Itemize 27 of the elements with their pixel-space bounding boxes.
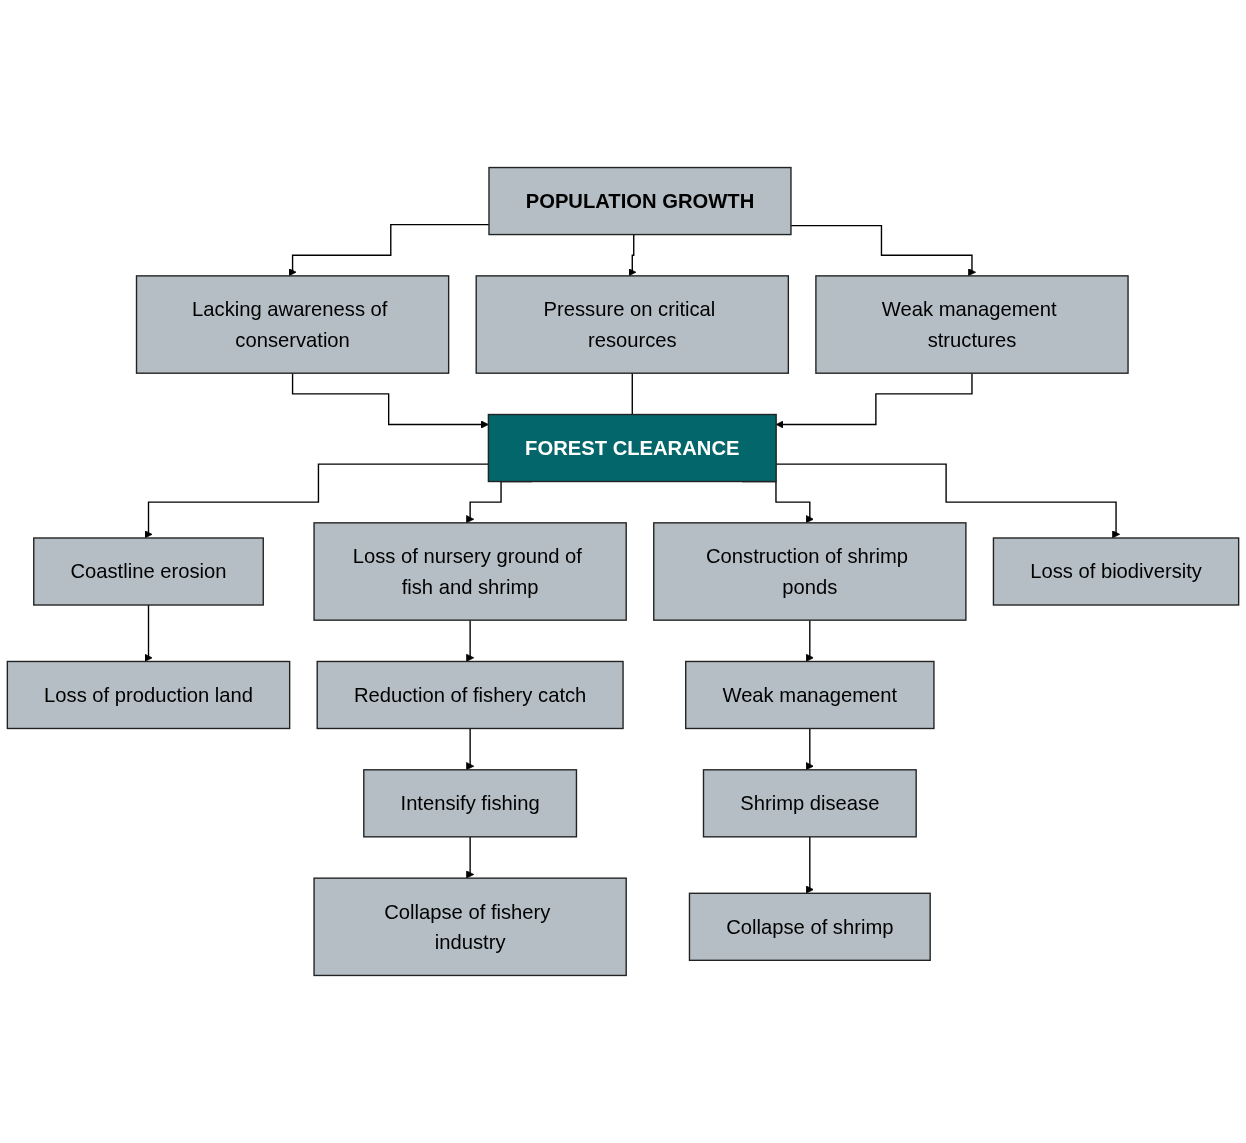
arrow [291, 372, 489, 429]
node-box: Collapse of shrimp [688, 892, 931, 961]
node-box: Loss of production land [6, 660, 291, 730]
node-box: Weak management [685, 660, 935, 730]
node-box: Construction of shrimp ponds [653, 522, 967, 621]
arrow [805, 836, 814, 894]
arrow [466, 727, 475, 771]
arrow [805, 727, 814, 771]
node-box: Lacking awareness of conservation [135, 275, 450, 374]
node-box: POPULATION GROWTH [488, 166, 792, 236]
node-box: Coastline erosion [33, 537, 264, 606]
arrow [790, 225, 976, 277]
node-box: Intensify fishing [363, 769, 578, 838]
connector [631, 372, 633, 416]
arrow [466, 619, 475, 662]
node-box: Loss of nursery ground of fish and shrimp [313, 522, 627, 621]
node-box: Collapse of fishery industry [313, 877, 627, 977]
arrow [144, 604, 153, 662]
node-box: Reduction of fishery catch [316, 660, 624, 730]
node-box: Shrimp disease [702, 769, 917, 838]
node-box: Pressure on critical resources [475, 275, 790, 374]
arrow [466, 836, 475, 879]
node-box: FOREST CLEARANCE [487, 413, 777, 483]
node-box: Loss of biodiversity [992, 537, 1240, 606]
node-box: Weak management structures [815, 275, 1129, 374]
arrow [805, 619, 814, 662]
arrow [628, 233, 637, 277]
